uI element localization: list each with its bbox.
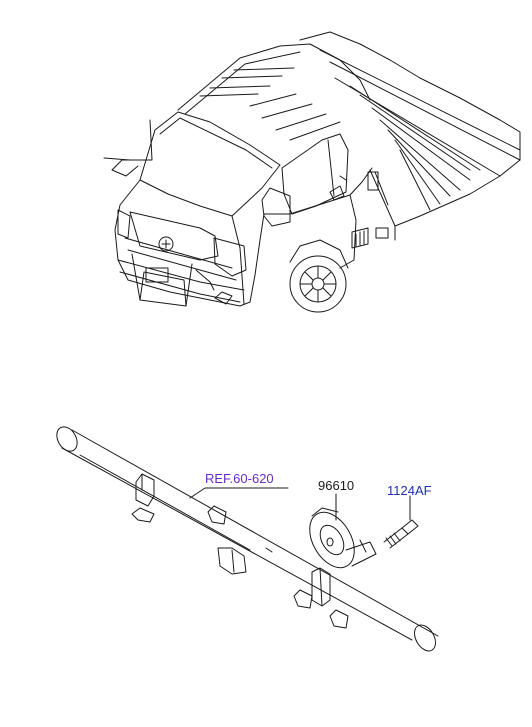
horn-part-label: 96610 <box>318 478 354 493</box>
bracket-6 <box>293 589 313 609</box>
leader-lines <box>189 487 411 521</box>
horn-icon <box>309 511 355 569</box>
cargo-bed <box>299 31 521 241</box>
bracket-5 <box>311 567 331 607</box>
front-wheel <box>289 239 349 313</box>
bolt-part-label: 1124AF <box>387 483 432 498</box>
ref-leader <box>189 487 289 499</box>
front-bumper <box>117 253 245 307</box>
cab-roof <box>177 43 371 141</box>
headlights <box>117 209 247 277</box>
windshield <box>139 111 281 217</box>
hyundai-emblem-icon <box>158 236 174 252</box>
truck-illustration <box>103 31 521 313</box>
front-grille <box>129 211 219 261</box>
bracket-3 <box>207 505 227 525</box>
frame-rail <box>56 426 439 652</box>
bolt-icon <box>383 519 419 549</box>
door-handle <box>329 185 345 201</box>
side-mirrors <box>103 119 291 227</box>
horn-assembly <box>309 507 377 569</box>
side-vent <box>351 227 369 249</box>
bracket-7 <box>329 609 349 629</box>
bracket-1 <box>135 473 155 507</box>
cab-body <box>114 167 373 307</box>
ref-label: REF.60-620 <box>205 471 274 486</box>
bracket-2 <box>131 507 155 523</box>
bracket-4 <box>217 547 247 575</box>
side-window <box>281 133 349 215</box>
